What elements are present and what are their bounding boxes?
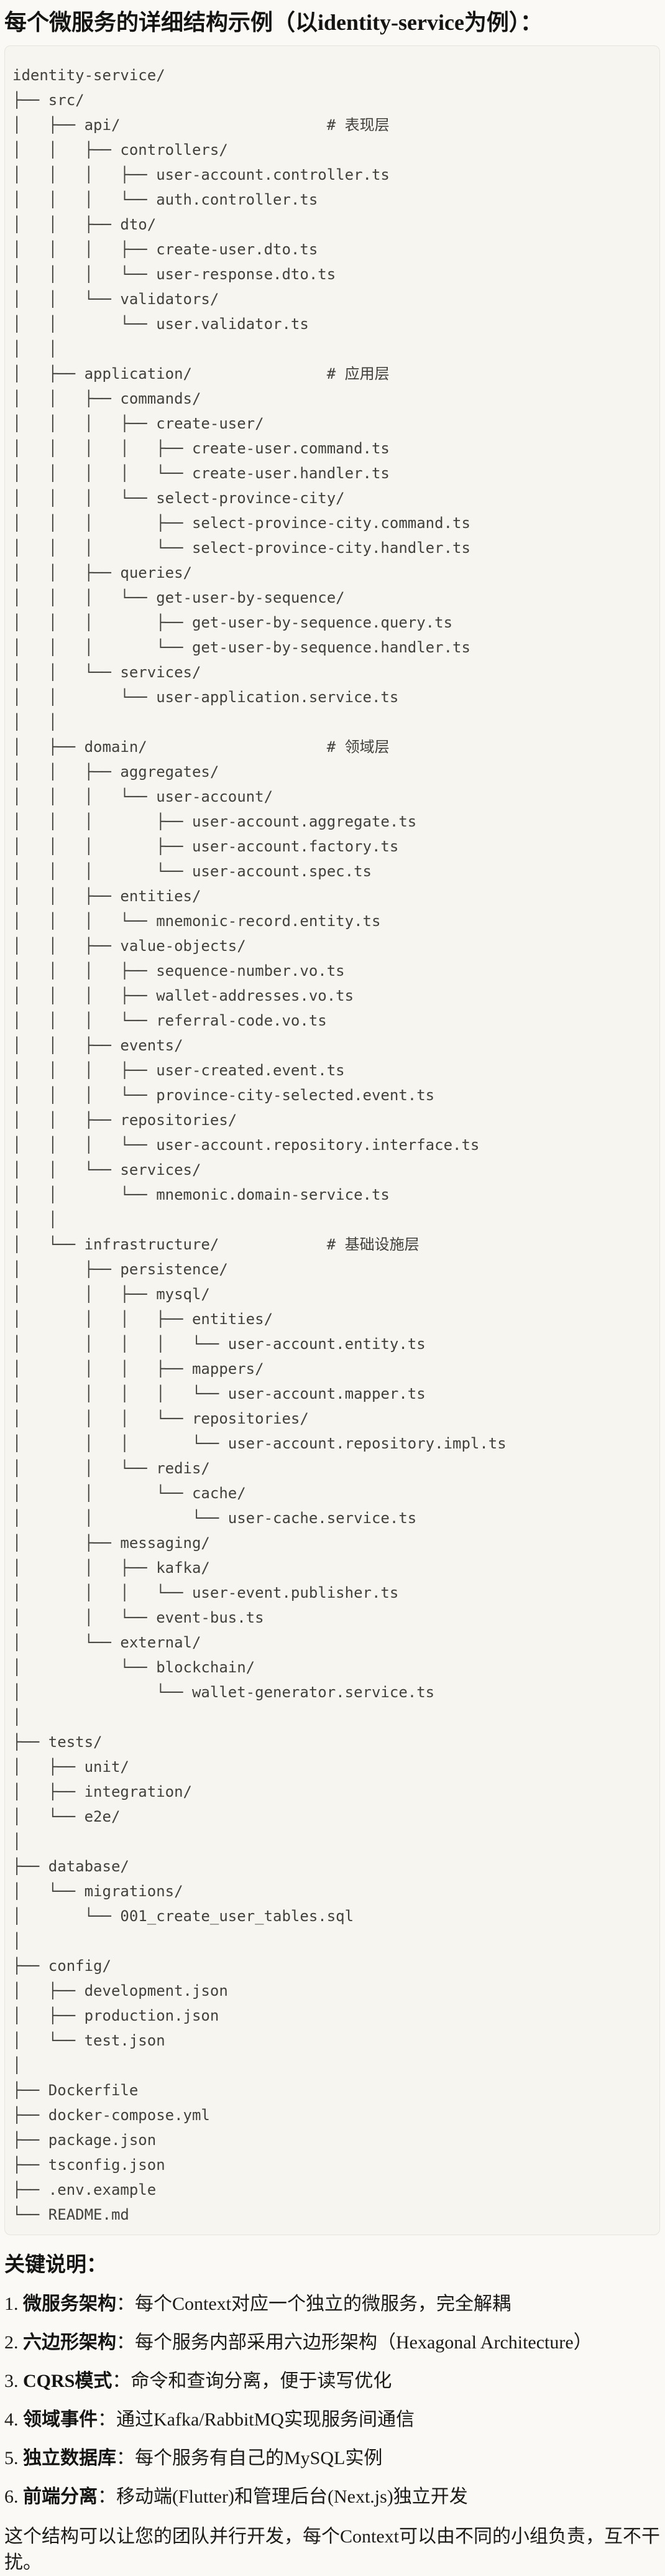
key-point-item: 3. CQRS模式：命令和查询分离，便于读写优化 (4, 2368, 660, 2394)
item-term: 独立数据库 (23, 2448, 116, 2469)
microservice-structure-code-block: identity-service/ ├── src/ │ ├── api/ # … (4, 45, 660, 2235)
key-point-item: 1. 微服务架构：每个Context对应一个独立的微服务，完全解耦 (4, 2291, 660, 2317)
page-title: 每个微服务的详细结构示例（以identity-service为例）： (4, 10, 543, 35)
item-number: 1. (4, 2294, 23, 2315)
directory-tree: identity-service/ ├── src/ │ ├── api/ # … (12, 66, 507, 2223)
item-term: 领域事件 (23, 2409, 98, 2430)
item-term: 前端分离 (23, 2486, 98, 2508)
item-term: 六边形架构 (23, 2332, 116, 2353)
key-point-item: 2. 六边形架构：每个服务内部采用六边形架构（Hexagonal Archite… (4, 2330, 660, 2356)
item-term: CQRS模式 (23, 2371, 112, 2392)
item-number: 6. (4, 2486, 23, 2508)
item-description: ：每个Context对应一个独立的微服务，完全解耦 (116, 2294, 511, 2315)
item-description: ：通过Kafka/RabbitMQ实现服务间通信 (98, 2409, 415, 2430)
item-number: 2. (4, 2332, 23, 2353)
closing-note: 这个结构可以让您的团队并行开发，每个Context可以由不同的小组负责，互不干扰… (4, 2526, 660, 2574)
item-description: ：每个服务有自己的MySQL实例 (116, 2448, 383, 2469)
item-term: 微服务架构 (23, 2294, 116, 2315)
item-number: 4. (4, 2409, 23, 2430)
item-description: ：每个服务内部采用六边形架构（Hexagonal Architecture） (116, 2332, 592, 2353)
key-point-item: 5. 独立数据库：每个服务有自己的MySQL实例 (4, 2445, 660, 2472)
item-number: 3. (4, 2371, 23, 2392)
key-point-item: 6. 前端分离：移动端(Flutter)和管理后台(Next.js)独立开发 (4, 2484, 660, 2510)
item-number: 5. (4, 2448, 23, 2469)
key-points-heading: 关键说明： (4, 2253, 107, 2276)
item-description: ：移动端(Flutter)和管理后台(Next.js)独立开发 (98, 2486, 468, 2508)
key-point-item: 4. 领域事件：通过Kafka/RabbitMQ实现服务间通信 (4, 2407, 660, 2433)
item-description: ：命令和查询分离，便于读写优化 (112, 2371, 392, 2392)
